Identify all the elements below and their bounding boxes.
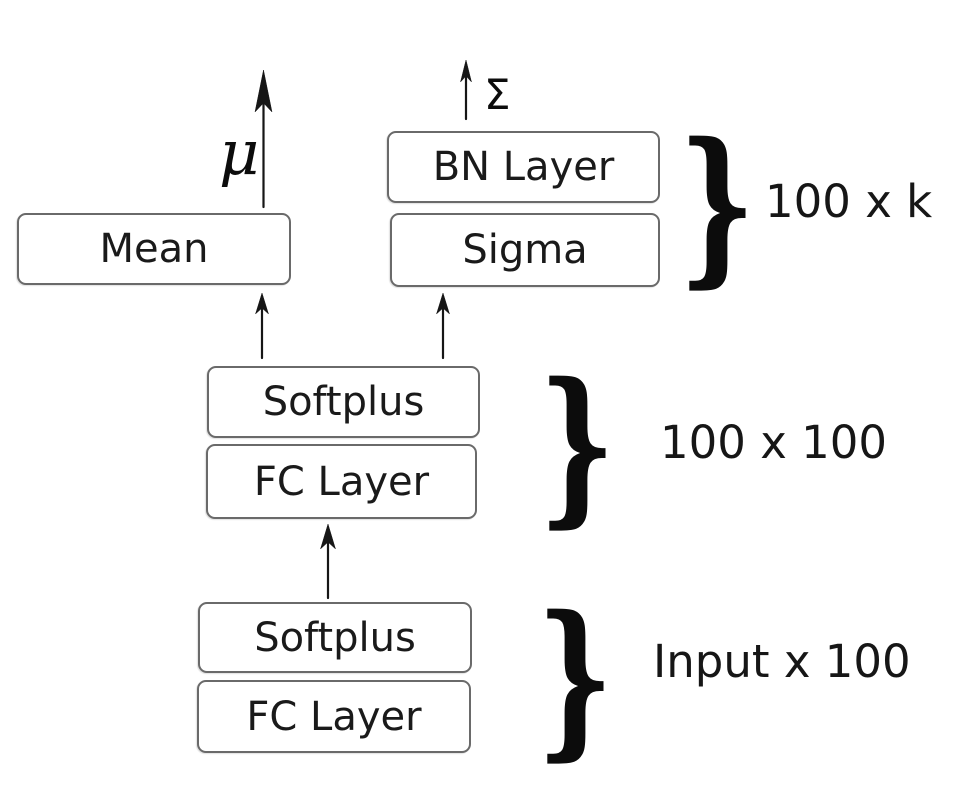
brace-top-icon: } [678,106,756,304]
fc-bottom-box: FC Layer [197,680,471,753]
sigma-output-arrow [460,59,472,121]
bn-layer-label: BN Layer [432,144,615,190]
sigma-symbol: Σ [484,70,511,119]
mu-symbol: μ [219,116,260,189]
fc-middle-box: FC Layer [206,444,477,519]
brace-bottom-icon: } [536,579,614,777]
softplus-middle-label: Softplus [262,379,425,425]
fc-bottom-label: FC Layer [246,693,422,740]
dimension-label-top: 100 x k [765,175,933,228]
softplus-middle-box: Softplus [207,366,480,438]
dimension-label-middle: 100 x 100 [660,416,888,469]
mean-layer-box: Mean [17,213,291,285]
mean-layer-label: Mean [99,226,209,272]
bn-layer-box: BN Layer [387,131,660,203]
softplus-to-sigma-arrow [435,292,451,360]
brace-middle-icon: } [538,346,616,544]
dimension-label-bottom: Input x 100 [653,635,911,688]
softplus-bottom-box: Softplus [198,602,472,673]
softplus-to-fc-arrow [319,523,337,600]
sigma-layer-label: Sigma [462,227,588,273]
softplus-bottom-label: Softplus [254,614,416,661]
softplus-to-mean-arrow [254,292,270,360]
fc-middle-label: FC Layer [253,458,430,505]
sigma-layer-box: Sigma [390,213,660,287]
